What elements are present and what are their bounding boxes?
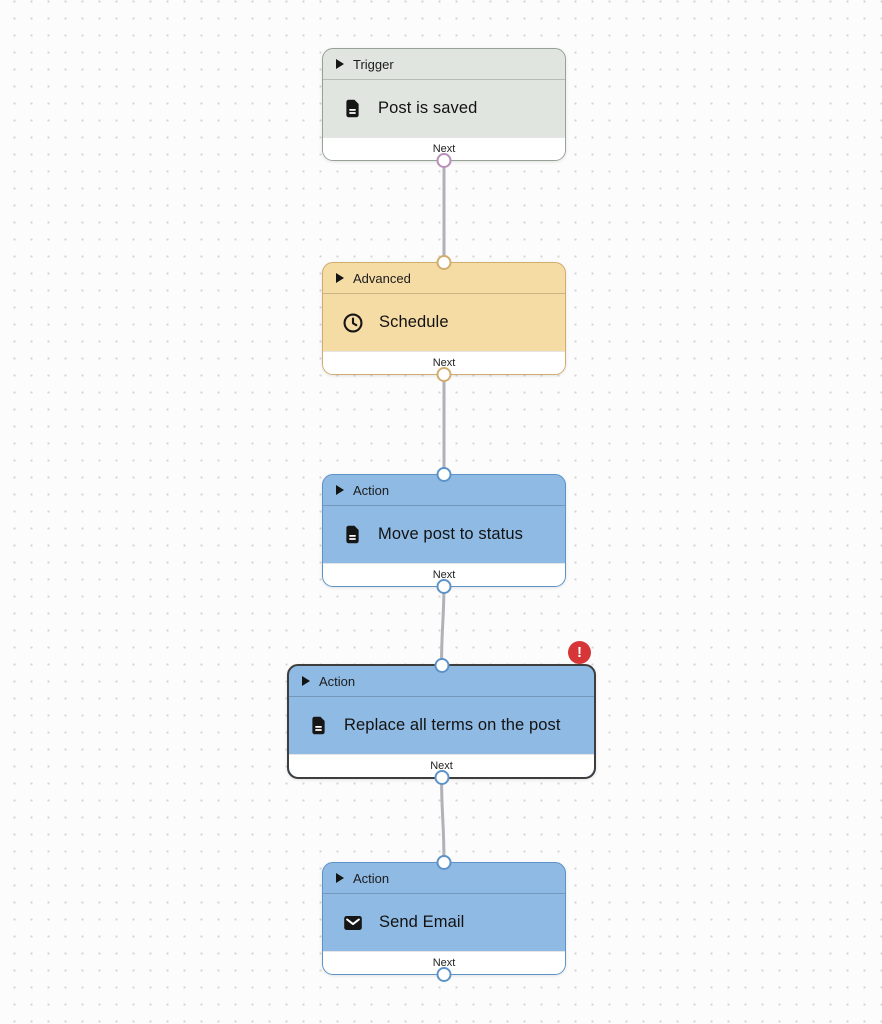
expand-caret-icon[interactable]	[336, 873, 344, 883]
node-advanced-schedule[interactable]: Advanced Schedule Next	[322, 255, 566, 382]
node-footer: Next	[289, 754, 594, 777]
document-icon	[346, 525, 359, 544]
node-category-label: Advanced	[353, 270, 411, 286]
next-label: Next	[430, 760, 453, 772]
node-action-move-post-to-status[interactable]: Action Move post to status Next	[322, 467, 566, 594]
expand-caret-icon[interactable]	[336, 273, 344, 283]
node-title: Post is saved	[378, 99, 478, 117]
node-header[interactable]: Action	[323, 475, 565, 506]
expand-caret-icon[interactable]	[336, 59, 344, 69]
output-handle[interactable]	[434, 770, 449, 785]
node-body: Move post to status	[323, 506, 565, 563]
node-header[interactable]: Action	[289, 666, 594, 697]
error-badge-icon: !	[568, 641, 591, 664]
edge-replace-terms-to-send-email	[440, 773, 446, 866]
output-handle[interactable]	[436, 967, 452, 982]
node-title: Send Email	[379, 913, 465, 931]
next-label: Next	[432, 143, 456, 155]
node-footer: Next	[323, 563, 565, 586]
node-body: Send Email	[323, 894, 565, 951]
next-label: Next	[432, 957, 456, 969]
mail-icon	[344, 915, 362, 930]
input-handle[interactable]	[434, 658, 449, 673]
node-footer: Next	[323, 951, 565, 974]
node-header[interactable]: Trigger	[323, 49, 565, 80]
clock-icon	[343, 313, 363, 332]
input-handle[interactable]	[436, 255, 452, 270]
expand-caret-icon[interactable]	[302, 676, 310, 686]
input-handle[interactable]	[436, 855, 452, 870]
node-title: Move post to status	[378, 525, 523, 543]
output-handle[interactable]	[436, 579, 452, 594]
node-footer: Next	[323, 351, 565, 374]
node-title: Replace all terms on the post	[344, 716, 561, 734]
node-footer: Next	[323, 137, 565, 160]
error-badge-symbol: !	[577, 644, 582, 661]
node-header[interactable]: Advanced	[323, 263, 565, 294]
node-action-send-email[interactable]: Action Send Email Next	[322, 855, 566, 982]
document-icon	[312, 716, 325, 735]
node-body: Post is saved	[323, 80, 565, 137]
node-header[interactable]: Action	[323, 863, 565, 894]
input-handle[interactable]	[436, 467, 452, 482]
expand-caret-icon[interactable]	[336, 485, 344, 495]
node-title: Schedule	[379, 313, 449, 331]
node-category-label: Action	[353, 482, 390, 498]
node-category-label: Trigger	[353, 56, 394, 72]
node-action-replace-all-terms[interactable]: ! Action Replace all terms on the post N…	[287, 641, 596, 785]
output-handle[interactable]	[436, 153, 452, 168]
next-label: Next	[432, 569, 456, 581]
node-category-label: Action	[319, 673, 356, 689]
output-handle[interactable]	[436, 367, 452, 382]
node-category-label: Action	[353, 870, 390, 886]
node-trigger-post-is-saved[interactable]: Trigger Post is saved Next	[322, 48, 566, 168]
node-body: Replace all terms on the post	[289, 697, 594, 754]
node-body: Schedule	[323, 294, 565, 351]
document-icon	[346, 99, 359, 118]
next-label: Next	[432, 357, 456, 369]
